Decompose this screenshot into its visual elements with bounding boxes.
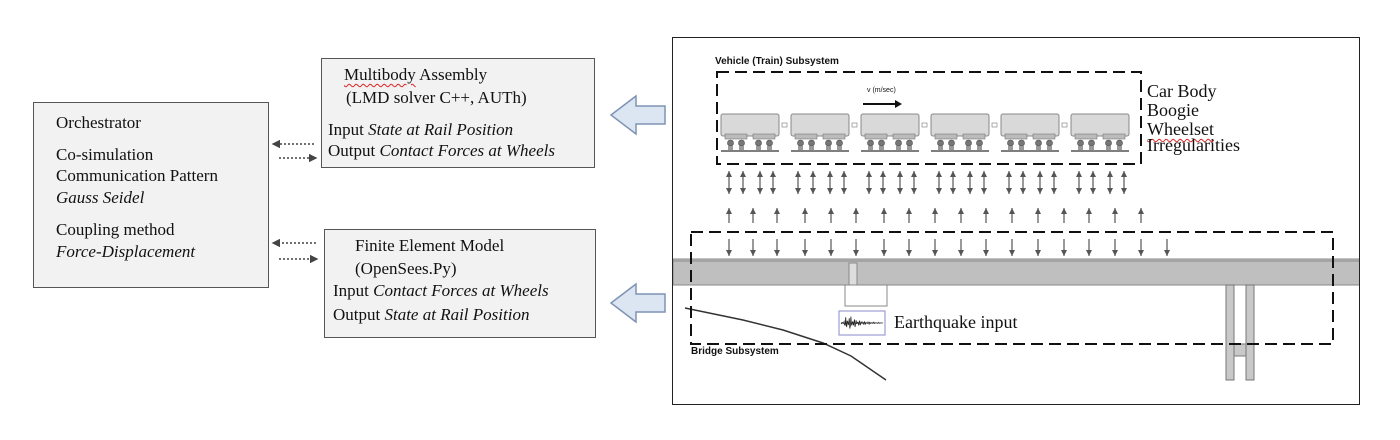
multibody-title-rest: Assembly xyxy=(415,65,488,84)
figure-svg xyxy=(673,71,1359,381)
train-car xyxy=(1070,113,1130,152)
train-car xyxy=(860,113,928,152)
vehicle-subsystem-box xyxy=(716,71,1142,165)
fem-input: Input Contact Forces at Wheels xyxy=(333,281,549,301)
multibody-title: Multibody Assembly xyxy=(344,65,487,85)
bridge-pier xyxy=(1225,284,1255,381)
velocity-label: v (m/sec) xyxy=(867,87,896,94)
block-arrow-to-fem xyxy=(609,282,666,324)
legend-boogie: Boogie xyxy=(1147,100,1199,120)
multibody-output: Output Contact Forces at Wheels xyxy=(328,141,555,161)
fem-output-label: Output xyxy=(333,305,385,324)
pattern-value: Gauss Seidel xyxy=(56,188,145,207)
train-car xyxy=(1000,113,1068,152)
orchestrator-title: Orchestrator xyxy=(56,113,141,132)
deck-gap-detail xyxy=(844,262,888,307)
earthquake-signal xyxy=(838,310,886,336)
cosim-label: Co-simulation xyxy=(56,145,154,164)
train-cars xyxy=(720,113,1130,152)
multibody-input: Input State at Rail Position xyxy=(328,120,513,140)
train-car xyxy=(790,113,858,152)
coupling-label: Coupling method xyxy=(56,220,175,239)
force-arrows xyxy=(726,171,1170,256)
train-car xyxy=(720,113,788,152)
orchestrator-box: Orchestrator Co-simulation Communication… xyxy=(33,102,269,288)
multibody-title-word: Multibody xyxy=(344,65,416,84)
fem-solver: (OpenSees.Py) xyxy=(355,259,457,278)
bridge-label: Bridge Subsystem xyxy=(691,346,779,357)
fem-input-value: Contact Forces at Wheels xyxy=(373,281,549,300)
multibody-input-label: Input xyxy=(328,120,369,139)
train-car xyxy=(930,113,998,152)
earthquake-label: Earthquake input xyxy=(894,312,1018,332)
fem-input-label: Input xyxy=(333,281,374,300)
multibody-box: Multibody Assembly (LMD solver C++, AUTh… xyxy=(321,58,595,168)
ground-line xyxy=(684,307,887,381)
dotted-arrows xyxy=(271,139,319,264)
pattern-label: Communication Pattern xyxy=(56,166,218,185)
fem-output-value: State at Rail Position xyxy=(384,305,530,324)
block-arrow-to-multibody xyxy=(609,94,666,136)
fem-box: Finite Element Model (OpenSees.Py) Input… xyxy=(324,229,596,338)
legend-irregularities: Irregularities xyxy=(1147,135,1240,155)
legend-car-body: Car Body xyxy=(1147,81,1217,101)
vehicle-label: Vehicle (Train) Subsystem xyxy=(715,56,839,67)
bridge-deck xyxy=(673,258,1359,286)
figure-frame: Vehicle (Train) Subsystem Bridge Subsyst… xyxy=(672,37,1360,405)
multibody-solver: (LMD solver C++, AUTh) xyxy=(346,88,527,107)
fem-title: Finite Element Model xyxy=(355,236,505,255)
multibody-output-value: Contact Forces at Wheels xyxy=(379,141,555,160)
multibody-output-label: Output xyxy=(328,141,380,160)
legend-wheelset: Wheelset xyxy=(1147,119,1214,139)
fem-output: Output State at Rail Position xyxy=(333,305,529,325)
bridge-subsystem-box xyxy=(690,231,1334,345)
multibody-input-value: State at Rail Position xyxy=(368,120,514,139)
coupling-value: Force-Displacement xyxy=(56,242,196,261)
